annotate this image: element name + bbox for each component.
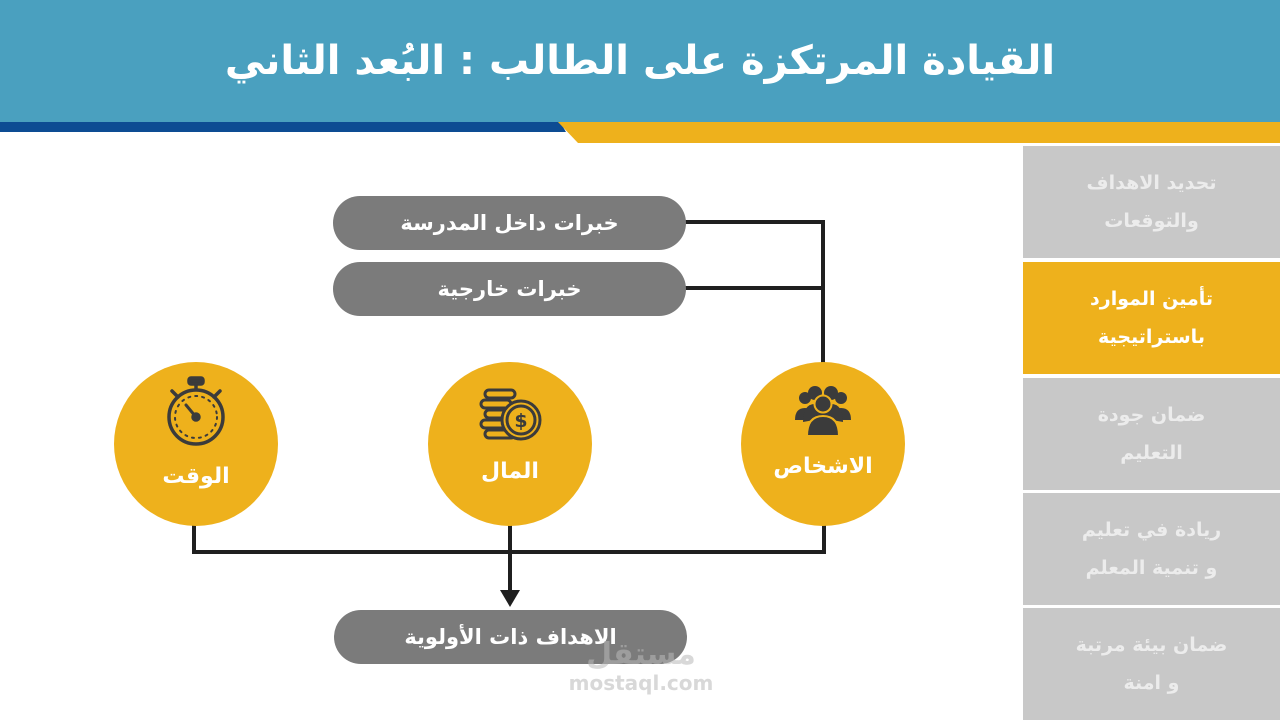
watermark: مستقل mostaql.com (556, 637, 726, 695)
pill-label: خبرات خارجية (437, 277, 582, 301)
coins-dollar-icon: $ (479, 388, 542, 441)
sidebar-item-line: ضمان بيئة مرتبة (1075, 634, 1228, 656)
pill-external-experiences: خبرات خارجية (333, 262, 686, 316)
circle-label: الوقت (162, 464, 230, 489)
slide-title-text: القيادة المرتكزة على الطالب : البُعد الث… (224, 38, 1056, 84)
sidebar-item-resources[interactable]: تأمين الموارد باستراتيجية (1023, 262, 1280, 374)
sidebar-item-line: التعليم (1120, 442, 1183, 464)
stopwatch-icon (167, 376, 225, 446)
pill-priority-goals: الاهداف ذات الأولوية (334, 610, 687, 664)
gold-stripe (558, 122, 1280, 143)
sidebar-item-goals[interactable]: تحديد الاهداف والتوقعات (1023, 146, 1280, 258)
circle-time: الوقت (114, 362, 278, 526)
sidebar-item-line: تحديد الاهداف (1086, 172, 1217, 194)
slide-title: القيادة المرتكزة على الطالب : البُعد الث… (0, 0, 1280, 122)
sidebar-item-teaching-quality[interactable]: ضمان جودة التعليم (1023, 378, 1280, 490)
sidebar-item-line: تأمين الموارد (1090, 288, 1213, 310)
sidebar-item-line: ضمان جودة (1097, 404, 1206, 426)
header-bar (0, 0, 1280, 122)
sidebar-item-line: باستراتيجية (1098, 326, 1205, 348)
pill-label: الاهداف ذات الأولوية (404, 625, 617, 649)
circle-label: المال (481, 459, 539, 484)
sidebar-item-line: ريادة في تعليم (1081, 519, 1222, 541)
pill-label: خبرات داخل المدرسة (400, 211, 619, 235)
header-accent-stripes (0, 122, 1280, 143)
navy-stripe (0, 122, 566, 132)
circle-money: $ المال (428, 362, 592, 526)
svg-text:$: $ (514, 410, 527, 432)
sidebar-item-teacher-development[interactable]: ريادة في تعليم و تنمية المعلم (1023, 493, 1280, 605)
arrow-head (500, 590, 520, 607)
circle-label: الاشخاص (773, 454, 873, 479)
sidebar: تحديد الاهداف والتوقعات تأمين الموارد با… (1023, 146, 1280, 720)
sidebar-item-line: والتوقعات (1104, 210, 1199, 232)
sidebar-item-line: و تنمية المعلم (1085, 557, 1218, 579)
people-group-icon (795, 386, 851, 437)
sidebar-item-line: و امنة (1123, 672, 1180, 694)
watermark-latin: mostaql.com (568, 671, 714, 695)
pill-school-experiences: خبرات داخل المدرسة (333, 196, 686, 250)
watermark-arabic: مستقل (586, 637, 696, 672)
circle-people: الاشخاص (741, 362, 905, 526)
sidebar-item-safe-environment[interactable]: ضمان بيئة مرتبة و امنة (1023, 608, 1280, 720)
